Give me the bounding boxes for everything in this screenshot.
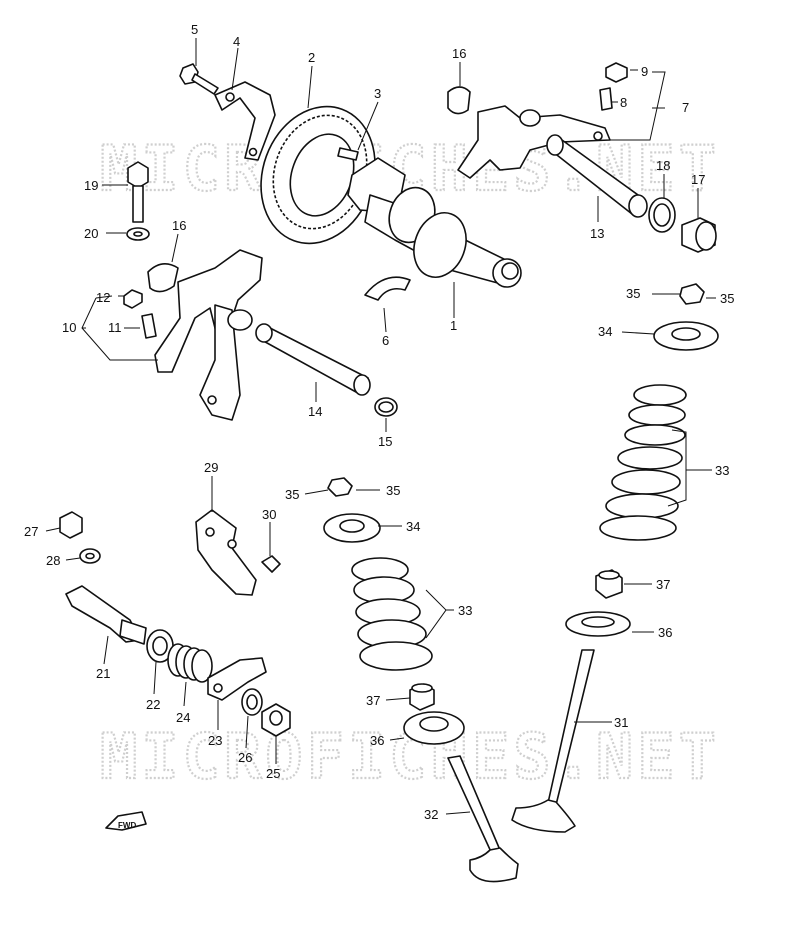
callout-21: 21 bbox=[96, 666, 110, 681]
callout-16-left: 16 bbox=[172, 218, 186, 233]
callout-31: 31 bbox=[614, 715, 628, 730]
spring-seat-36-right bbox=[565, 611, 631, 637]
rocker-shaft-13 bbox=[546, 134, 648, 218]
cotter-35-right bbox=[679, 283, 705, 305]
decomp-shaft-21 bbox=[65, 585, 147, 645]
callout-11: 11 bbox=[108, 320, 122, 335]
bolt-27 bbox=[59, 511, 83, 539]
valve-seal-37-right bbox=[595, 569, 623, 599]
plug-17 bbox=[681, 217, 717, 253]
callout-2: 2 bbox=[308, 50, 315, 65]
callout-33-right: 33 bbox=[715, 463, 729, 478]
washer-26 bbox=[241, 688, 263, 716]
callout-23: 23 bbox=[208, 733, 222, 748]
callout-35-right-b: 35 bbox=[720, 291, 734, 306]
callout-15: 15 bbox=[378, 434, 392, 449]
oring-16-left bbox=[147, 263, 179, 293]
callout-29: 29 bbox=[204, 460, 218, 475]
valve-spring-33-right bbox=[599, 384, 687, 541]
callout-12: 12 bbox=[96, 290, 110, 305]
callout-22: 22 bbox=[146, 697, 160, 712]
fwd-label: FWD bbox=[118, 821, 136, 830]
callout-30: 30 bbox=[262, 507, 276, 522]
callout-13: 13 bbox=[590, 226, 604, 241]
valve-seal-37-center bbox=[409, 683, 435, 711]
callout-37-right: 37 bbox=[656, 577, 670, 592]
retainer-34-right bbox=[653, 321, 719, 351]
callout-28: 28 bbox=[46, 553, 60, 568]
spring-24 bbox=[167, 643, 213, 683]
callout-33-center: 33 bbox=[458, 603, 472, 618]
callout-35-center-b: 35 bbox=[386, 483, 400, 498]
screw-30 bbox=[261, 555, 281, 573]
callout-24: 24 bbox=[176, 710, 190, 725]
valve-spring-33-center bbox=[351, 557, 433, 671]
callout-7: 7 bbox=[682, 100, 689, 115]
bolt-5 bbox=[179, 63, 219, 95]
cotter-35-center bbox=[327, 477, 353, 497]
bolt-19 bbox=[127, 161, 149, 223]
sprocket-plate bbox=[214, 81, 276, 161]
nut-9 bbox=[605, 62, 628, 83]
screw-8 bbox=[599, 87, 613, 111]
spring-seat-36-center bbox=[403, 711, 465, 745]
callout-16-top: 16 bbox=[452, 46, 466, 61]
callout-3: 3 bbox=[374, 86, 381, 101]
callout-8: 8 bbox=[620, 95, 627, 110]
lever-23 bbox=[207, 657, 267, 701]
callout-36-center: 36 bbox=[370, 733, 384, 748]
rocker-arm-7 bbox=[457, 105, 611, 179]
bracket-29 bbox=[195, 509, 257, 596]
valve-31 bbox=[511, 649, 595, 833]
callout-20: 20 bbox=[84, 226, 98, 241]
callout-32: 32 bbox=[424, 807, 438, 822]
callout-1: 1 bbox=[450, 318, 457, 333]
callout-35-center-a: 35 bbox=[285, 487, 299, 502]
callout-26: 26 bbox=[238, 750, 252, 765]
leader-lines bbox=[45, 38, 716, 815]
fwd-arrow: FWD bbox=[105, 811, 147, 831]
pin-3 bbox=[337, 147, 359, 161]
callout-6: 6 bbox=[382, 333, 389, 348]
camshaft bbox=[347, 157, 522, 288]
rocker-arm-10 bbox=[154, 249, 263, 421]
callout-10: 10 bbox=[62, 320, 76, 335]
screw-11 bbox=[141, 313, 157, 339]
callout-34-center: 34 bbox=[406, 519, 420, 534]
callout-35-right-a: 35 bbox=[626, 286, 640, 301]
callout-5: 5 bbox=[191, 22, 198, 37]
oring-16-top bbox=[447, 86, 471, 115]
nut-25 bbox=[261, 703, 291, 737]
callout-9: 9 bbox=[641, 64, 648, 79]
callout-36-right: 36 bbox=[658, 625, 672, 640]
callout-37-center: 37 bbox=[366, 693, 380, 708]
retainer-34-center bbox=[323, 513, 381, 543]
callout-27: 27 bbox=[24, 524, 38, 539]
nut-12 bbox=[123, 289, 143, 309]
callout-34-right: 34 bbox=[598, 324, 612, 339]
valve-32 bbox=[447, 755, 519, 883]
callout-19: 19 bbox=[84, 178, 98, 193]
callout-14: 14 bbox=[308, 404, 322, 419]
clip-6 bbox=[364, 276, 411, 301]
callouts: 5 4 2 3 16 9 8 7 18 17 13 1 6 19 20 16 1… bbox=[24, 22, 734, 822]
rocker-shaft-14 bbox=[255, 323, 371, 396]
callout-18: 18 bbox=[656, 158, 670, 173]
callout-25: 25 bbox=[266, 766, 280, 781]
callout-17: 17 bbox=[691, 172, 705, 187]
callout-4: 4 bbox=[233, 34, 240, 49]
